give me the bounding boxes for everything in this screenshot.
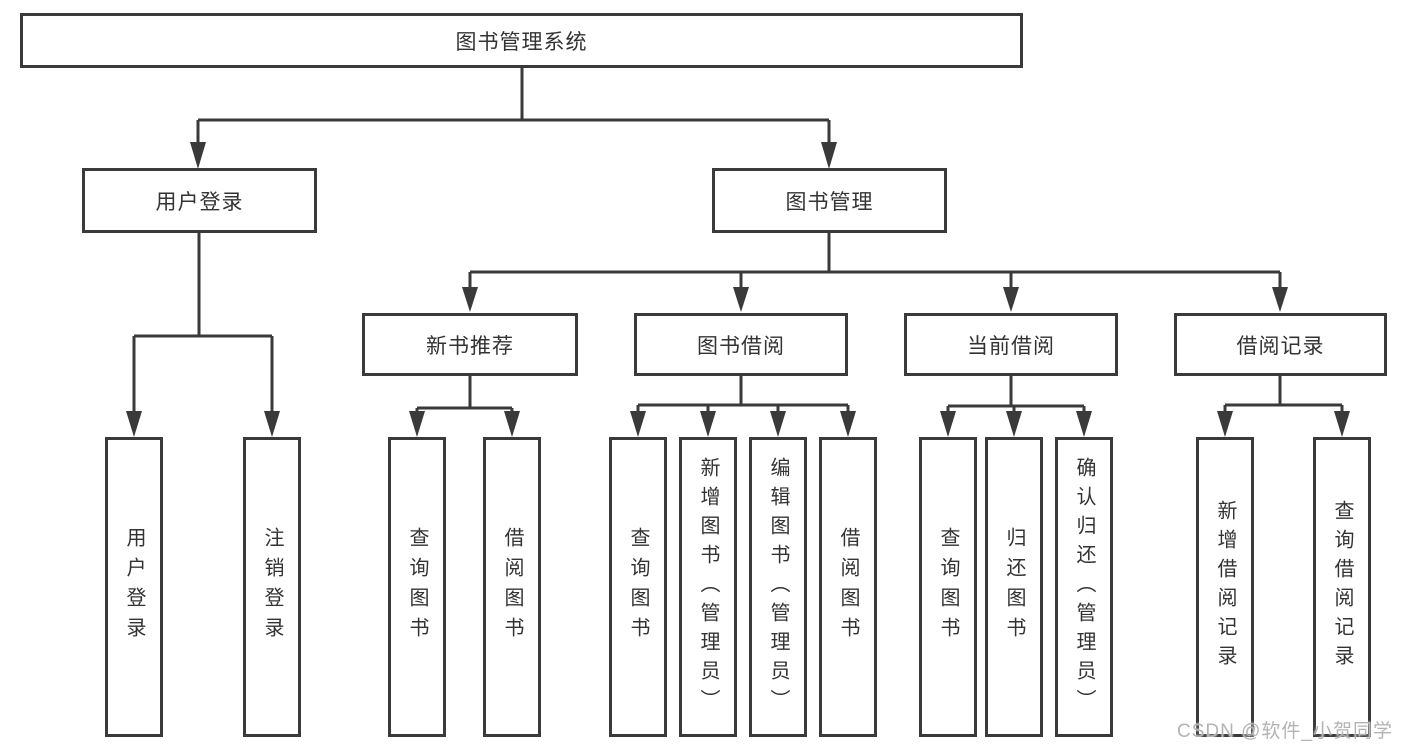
arrowheads-level2 (190, 142, 837, 169)
arrowheads-current-borrow-children (940, 411, 1092, 437)
connector-new-book-rec-children (415, 376, 514, 414)
csdn-watermark: CSDN @软件_小贺同学 (1177, 721, 1393, 742)
leaf-logout: 注销登录 (243, 437, 301, 737)
leaf-query-book-current: 查询图书 (919, 437, 977, 737)
node-new-book-recommend: 新书推荐 (362, 313, 578, 376)
arrowheads-book-borrow-children (630, 411, 856, 437)
arrowheads-new-book-rec-children (409, 411, 520, 437)
connector-user-login-children (132, 233, 274, 414)
arrowheads-level3 (462, 287, 1288, 312)
leaf-add-book-admin: 新增图书（管理员） (679, 437, 737, 737)
connector-book-borrow-children (636, 376, 850, 414)
leaf-query-book-borrow: 查询图书 (609, 437, 667, 737)
arrowheads-borrow-records-children (1217, 411, 1350, 437)
leaf-confirm-return-admin: 确认归还（管理员） (1055, 437, 1113, 737)
leaf-return-book: 归还图书 (985, 437, 1043, 737)
leaf-borrow-book: 借阅图书 (819, 437, 877, 737)
connector-book-mgmt-to-level3 (468, 233, 1282, 290)
connector-root-to-level2 (196, 68, 831, 146)
leaf-query-borrow-record: 查询借阅记录 (1313, 437, 1371, 737)
node-book-management: 图书管理 (712, 168, 947, 233)
node-borrow-records: 借阅记录 (1174, 313, 1387, 376)
leaf-query-book-recommend: 查询图书 (388, 437, 446, 737)
node-user-login: 用户登录 (82, 168, 317, 233)
arrowheads-user-login-children (126, 411, 280, 437)
leaf-user-login: 用户登录 (105, 437, 163, 737)
connector-borrow-records-children (1223, 376, 1344, 414)
node-library-system-root: 图书管理系统 (20, 13, 1023, 68)
leaf-edit-book-admin: 编辑图书（管理员） (749, 437, 807, 737)
node-current-borrow: 当前借阅 (904, 313, 1118, 376)
leaf-borrow-book-recommend: 借阅图书 (483, 437, 541, 737)
node-book-borrow: 图书借阅 (634, 313, 848, 376)
connector-current-borrow-children (946, 376, 1086, 414)
leaf-add-borrow-record: 新增借阅记录 (1196, 437, 1254, 737)
